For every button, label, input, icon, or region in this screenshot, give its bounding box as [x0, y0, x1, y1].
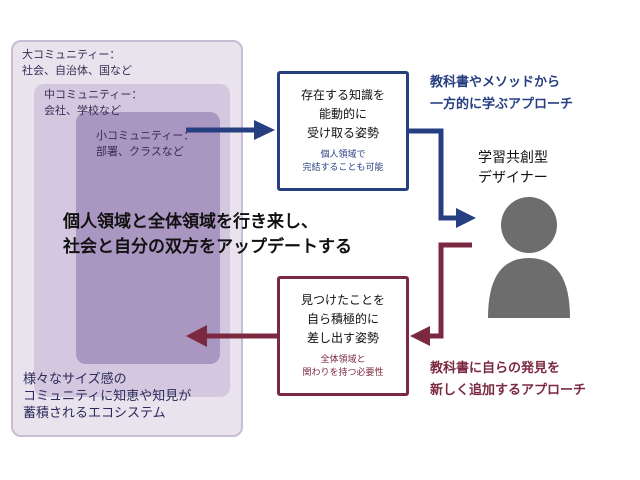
offer-arrow-head: [186, 325, 207, 347]
medium-community-label: 中コミュニティー： 会社、学校など: [44, 88, 143, 117]
bottom-connector-head: [410, 326, 430, 346]
designer-title: 学習共創型 デザイナー: [478, 150, 548, 186]
ecosystem-caption: 様々なサイズ感の コミュニティに知恵や知見が 蓄積されるエコシステム: [23, 372, 192, 421]
receive-arrow-head: [254, 120, 275, 140]
small-community-box: [76, 112, 220, 364]
bottom-connector: [428, 242, 472, 339]
center-statement: 個人領域と全体領域を行き来し、 社会と自分の双方をアップデートする: [63, 212, 352, 257]
large-community-label: 大コミュニティー： 社会、自治体、国など: [22, 48, 132, 77]
additive-approach-label: 教科書に自らの発見を 新しく追加するアプローチ: [430, 361, 587, 398]
small-community-label: 小コミュニティー： 部署、クラスなど: [96, 129, 195, 158]
one-way-approach-label: 教科書やメソッドから 一方的に学ぶアプローチ: [430, 75, 574, 112]
top-connector: [409, 128, 458, 221]
person-icon: [488, 197, 570, 318]
offer-stance-box: 見つけたことを 自ら積極的に 差し出す姿勢 全体領域と 関わりを持つ必要性: [277, 276, 409, 396]
top-connector-head: [456, 208, 476, 228]
receive-stance-box: 存在する知識を 能動的に 受け取る姿勢 個人領域で 完結することも可能: [277, 71, 409, 191]
